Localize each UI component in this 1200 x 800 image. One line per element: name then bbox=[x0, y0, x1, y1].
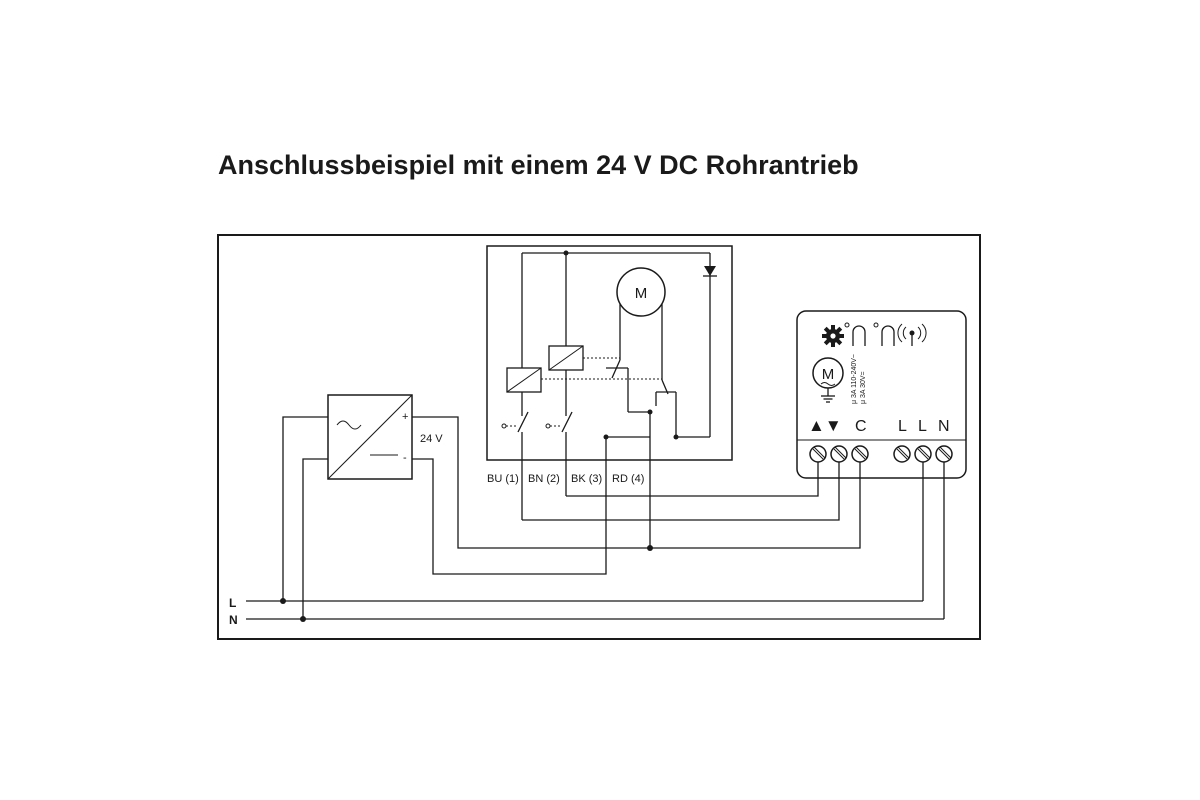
limit-switch-up-icon bbox=[844, 322, 866, 346]
screw-terminal-down bbox=[830, 445, 848, 463]
rating-line-2: μ 3A 30V= bbox=[860, 371, 867, 404]
motor-icon bbox=[616, 267, 666, 317]
ps-plus-label: + bbox=[402, 411, 408, 423]
ground-icon bbox=[821, 388, 835, 403]
terminal-label-c: C bbox=[855, 418, 867, 435]
screw-terminal-l1 bbox=[893, 445, 911, 463]
motor-unit: M bbox=[486, 245, 733, 548]
button-contact-1 bbox=[501, 411, 529, 520]
radio-icon bbox=[897, 323, 927, 346]
gear-icon bbox=[822, 325, 844, 347]
relay-1 bbox=[506, 367, 542, 393]
limit-switch-down-icon bbox=[873, 322, 895, 346]
terminal-label-l2: L bbox=[918, 418, 927, 435]
ps-minus-label: - bbox=[403, 452, 407, 464]
mains-label-l: L bbox=[229, 596, 236, 610]
page-title: Anschlussbeispiel mit einem 24 V DC Rohr… bbox=[218, 150, 859, 180]
screw-terminal-up bbox=[809, 445, 827, 463]
terminal-label-up-down: ▲▼ bbox=[808, 416, 842, 435]
ac-symbol-icon bbox=[336, 420, 362, 430]
actuator-motor-label: M bbox=[822, 366, 835, 383]
voltage-label: 24 V bbox=[420, 433, 443, 445]
wire-label-rd: RD (4) bbox=[612, 473, 644, 485]
wire-label-bu: BU (1) bbox=[487, 473, 519, 485]
motor-symbol-label: M bbox=[635, 285, 648, 302]
screw-terminal-c bbox=[851, 445, 869, 463]
power-supply: + - 24 V bbox=[327, 394, 443, 480]
actuator-module: M μ 3A 110-240V~ μ 3A 30V= ▲▼ C L L N bbox=[796, 310, 967, 479]
rating-line-1: μ 3A 110-240V~ bbox=[851, 354, 858, 404]
terminal-label-l1: L bbox=[898, 418, 907, 435]
wire-label-bn: BN (2) bbox=[528, 473, 560, 485]
screw-terminal-l2 bbox=[914, 445, 932, 463]
wiring: L N bbox=[229, 416, 945, 627]
diode-icon bbox=[703, 266, 717, 277]
mains-label-n: N bbox=[229, 613, 238, 627]
wire-label-bk: BK (3) bbox=[571, 473, 602, 485]
diagram-frame bbox=[217, 234, 981, 640]
terminal-label-n: N bbox=[938, 418, 950, 435]
button-contact-2 bbox=[545, 411, 573, 496]
screw-terminal-n bbox=[935, 445, 953, 463]
